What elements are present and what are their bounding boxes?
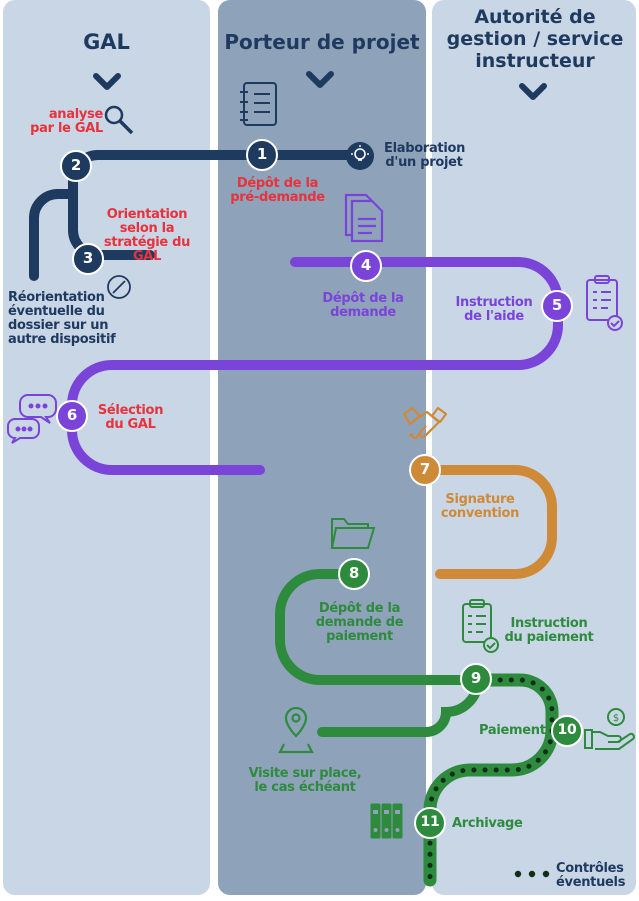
svg-text:$: $ xyxy=(613,713,619,724)
step-11-label: Archivage xyxy=(452,816,523,831)
step-5-label: Instruction de l'aide xyxy=(455,295,533,324)
chevron-down-icon xyxy=(519,83,547,100)
step-10-number: 10 xyxy=(557,722,577,738)
column-title-gal: GAL xyxy=(83,30,130,54)
step-5-number: 5 xyxy=(551,296,563,314)
step-3-circle xyxy=(72,243,104,275)
step-1-circle xyxy=(246,139,278,171)
folder-icon xyxy=(330,518,376,549)
step-6-circle xyxy=(56,400,88,432)
column-gal xyxy=(3,0,210,895)
step-6-label: Sélection du GAL xyxy=(97,403,164,432)
location-pin-icon xyxy=(278,706,314,754)
step-9-label: Instruction du paiement xyxy=(504,616,594,645)
step-2-number: 2 xyxy=(70,156,82,174)
step-7-number: 7 xyxy=(419,460,431,478)
controles-label: Contrôles éventuels xyxy=(556,861,626,890)
step-2-circle xyxy=(60,150,92,182)
step-4-circle xyxy=(350,250,382,282)
reorientation-label: Réorientation éventuelle du dossier sur … xyxy=(8,290,116,347)
money-hand-icon: $ xyxy=(584,708,635,750)
step-4-label: Dépôt de la demande xyxy=(322,291,404,320)
elaboration-label: Elaboration d'un projet xyxy=(384,141,466,170)
document-icon xyxy=(344,193,384,243)
clipboard-check-icon xyxy=(586,275,623,331)
step-8-number: 8 xyxy=(348,564,360,582)
handshake-icon xyxy=(402,406,448,439)
step-10-circle xyxy=(551,715,583,747)
magnifier-icon xyxy=(104,105,134,135)
column-title-autorite: Autorité de gestion / service instructeu… xyxy=(446,6,624,72)
column-title-porteur: Porteur de projet xyxy=(224,30,420,54)
step-9-circle xyxy=(460,663,492,695)
step-11-circle xyxy=(414,807,446,839)
step-8-circle xyxy=(338,558,370,590)
step-2-label: analyse par le GAL xyxy=(30,107,103,136)
chevron-down-icon xyxy=(93,73,121,90)
step-10-label: Paiement xyxy=(479,723,546,738)
step-11-number: 11 xyxy=(420,814,440,830)
visite-label: Visite sur place, le cas échéant xyxy=(248,766,362,795)
step-4-number: 4 xyxy=(360,256,372,274)
binders-icon xyxy=(370,803,403,839)
step-7-label: Signature convention xyxy=(440,492,520,521)
lightbulb-icon xyxy=(346,142,374,170)
chevron-down-icon xyxy=(306,71,334,88)
clipboard-check-icon xyxy=(462,599,499,653)
step-1-number: 1 xyxy=(256,145,268,163)
compass-icon xyxy=(107,275,131,299)
step-5-circle xyxy=(541,290,573,322)
step-1-label: Dépôt de la pré-demande xyxy=(230,176,325,205)
step-6-number: 6 xyxy=(66,406,78,424)
step-3-number: 3 xyxy=(82,249,94,267)
column-autorite xyxy=(432,0,636,895)
dots-legend-icon xyxy=(514,870,550,878)
step-3-label: Orientation selon la stratégie du GAL xyxy=(103,207,191,264)
chat-bubbles-icon xyxy=(7,394,57,444)
checklist-icon xyxy=(240,82,277,126)
step-7-circle xyxy=(409,454,441,486)
step-9-number: 9 xyxy=(470,669,482,687)
step-8-label: Dépôt de la demande de paiement xyxy=(315,601,404,644)
